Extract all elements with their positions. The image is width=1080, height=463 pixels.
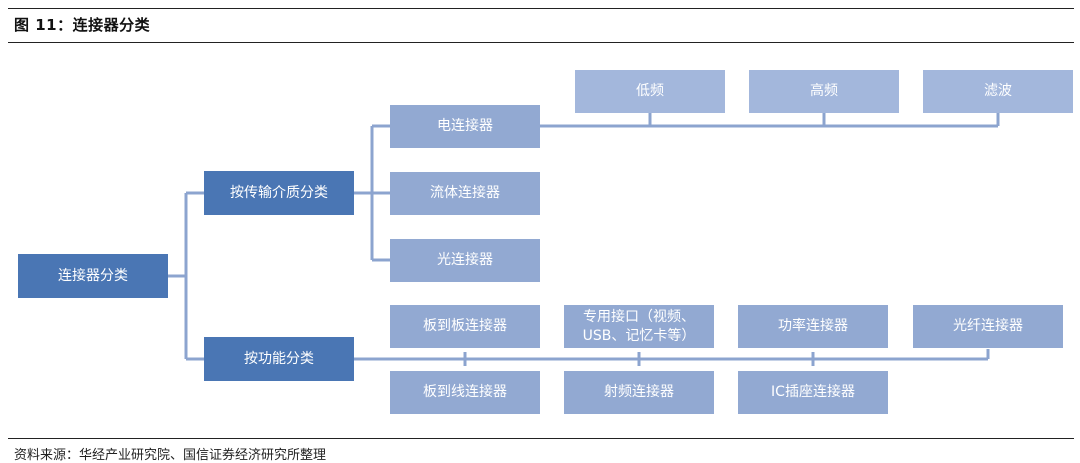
node-fiber-connector: 光纤连接器 bbox=[913, 305, 1063, 348]
node-fluid-connector: 流体连接器 bbox=[390, 172, 540, 215]
node-dedicated-interface: 专用接口（视频、USB、记忆卡等） bbox=[564, 305, 714, 348]
node-high-frequency: 高频 bbox=[749, 70, 899, 113]
figure-title: 图 11：连接器分类 bbox=[14, 16, 151, 34]
node-board-to-board: 板到板连接器 bbox=[390, 305, 540, 348]
node-by-transmission-medium: 按传输介质分类 bbox=[204, 171, 354, 215]
top-rule bbox=[8, 8, 1074, 9]
node-by-function: 按功能分类 bbox=[204, 337, 354, 381]
node-electric-connector: 电连接器 bbox=[390, 105, 540, 148]
node-connector-classification: 连接器分类 bbox=[18, 254, 168, 298]
node-filter: 滤波 bbox=[923, 70, 1073, 113]
node-power-connector: 功率连接器 bbox=[738, 305, 888, 348]
bottom-rule bbox=[8, 438, 1074, 439]
node-optical-connector: 光连接器 bbox=[390, 239, 540, 282]
node-rf-connector: 射频连接器 bbox=[564, 371, 714, 414]
node-ic-socket: IC插座连接器 bbox=[738, 371, 888, 414]
title-underline bbox=[8, 42, 1074, 43]
node-low-frequency: 低频 bbox=[575, 70, 725, 113]
source-note: 资料来源：华经产业研究院、国信证券经济研究所整理 bbox=[14, 448, 327, 463]
node-board-to-wire: 板到线连接器 bbox=[390, 371, 540, 414]
